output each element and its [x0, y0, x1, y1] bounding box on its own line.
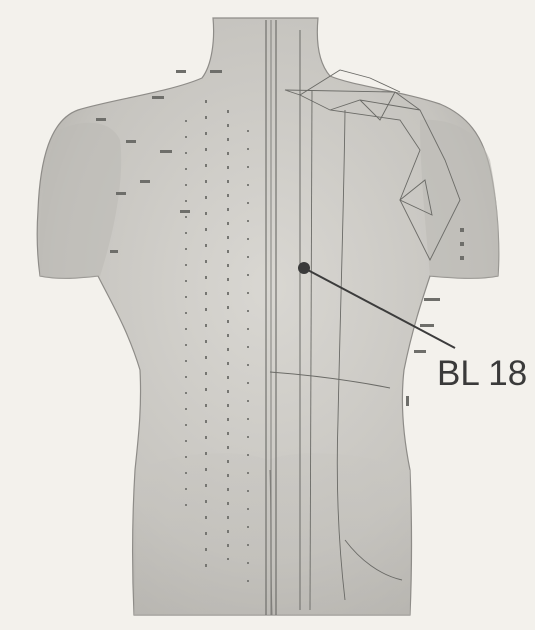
bl18-label: BL 18: [437, 356, 527, 391]
hips-region: [134, 453, 410, 615]
bl18-point-marker: [298, 262, 310, 274]
